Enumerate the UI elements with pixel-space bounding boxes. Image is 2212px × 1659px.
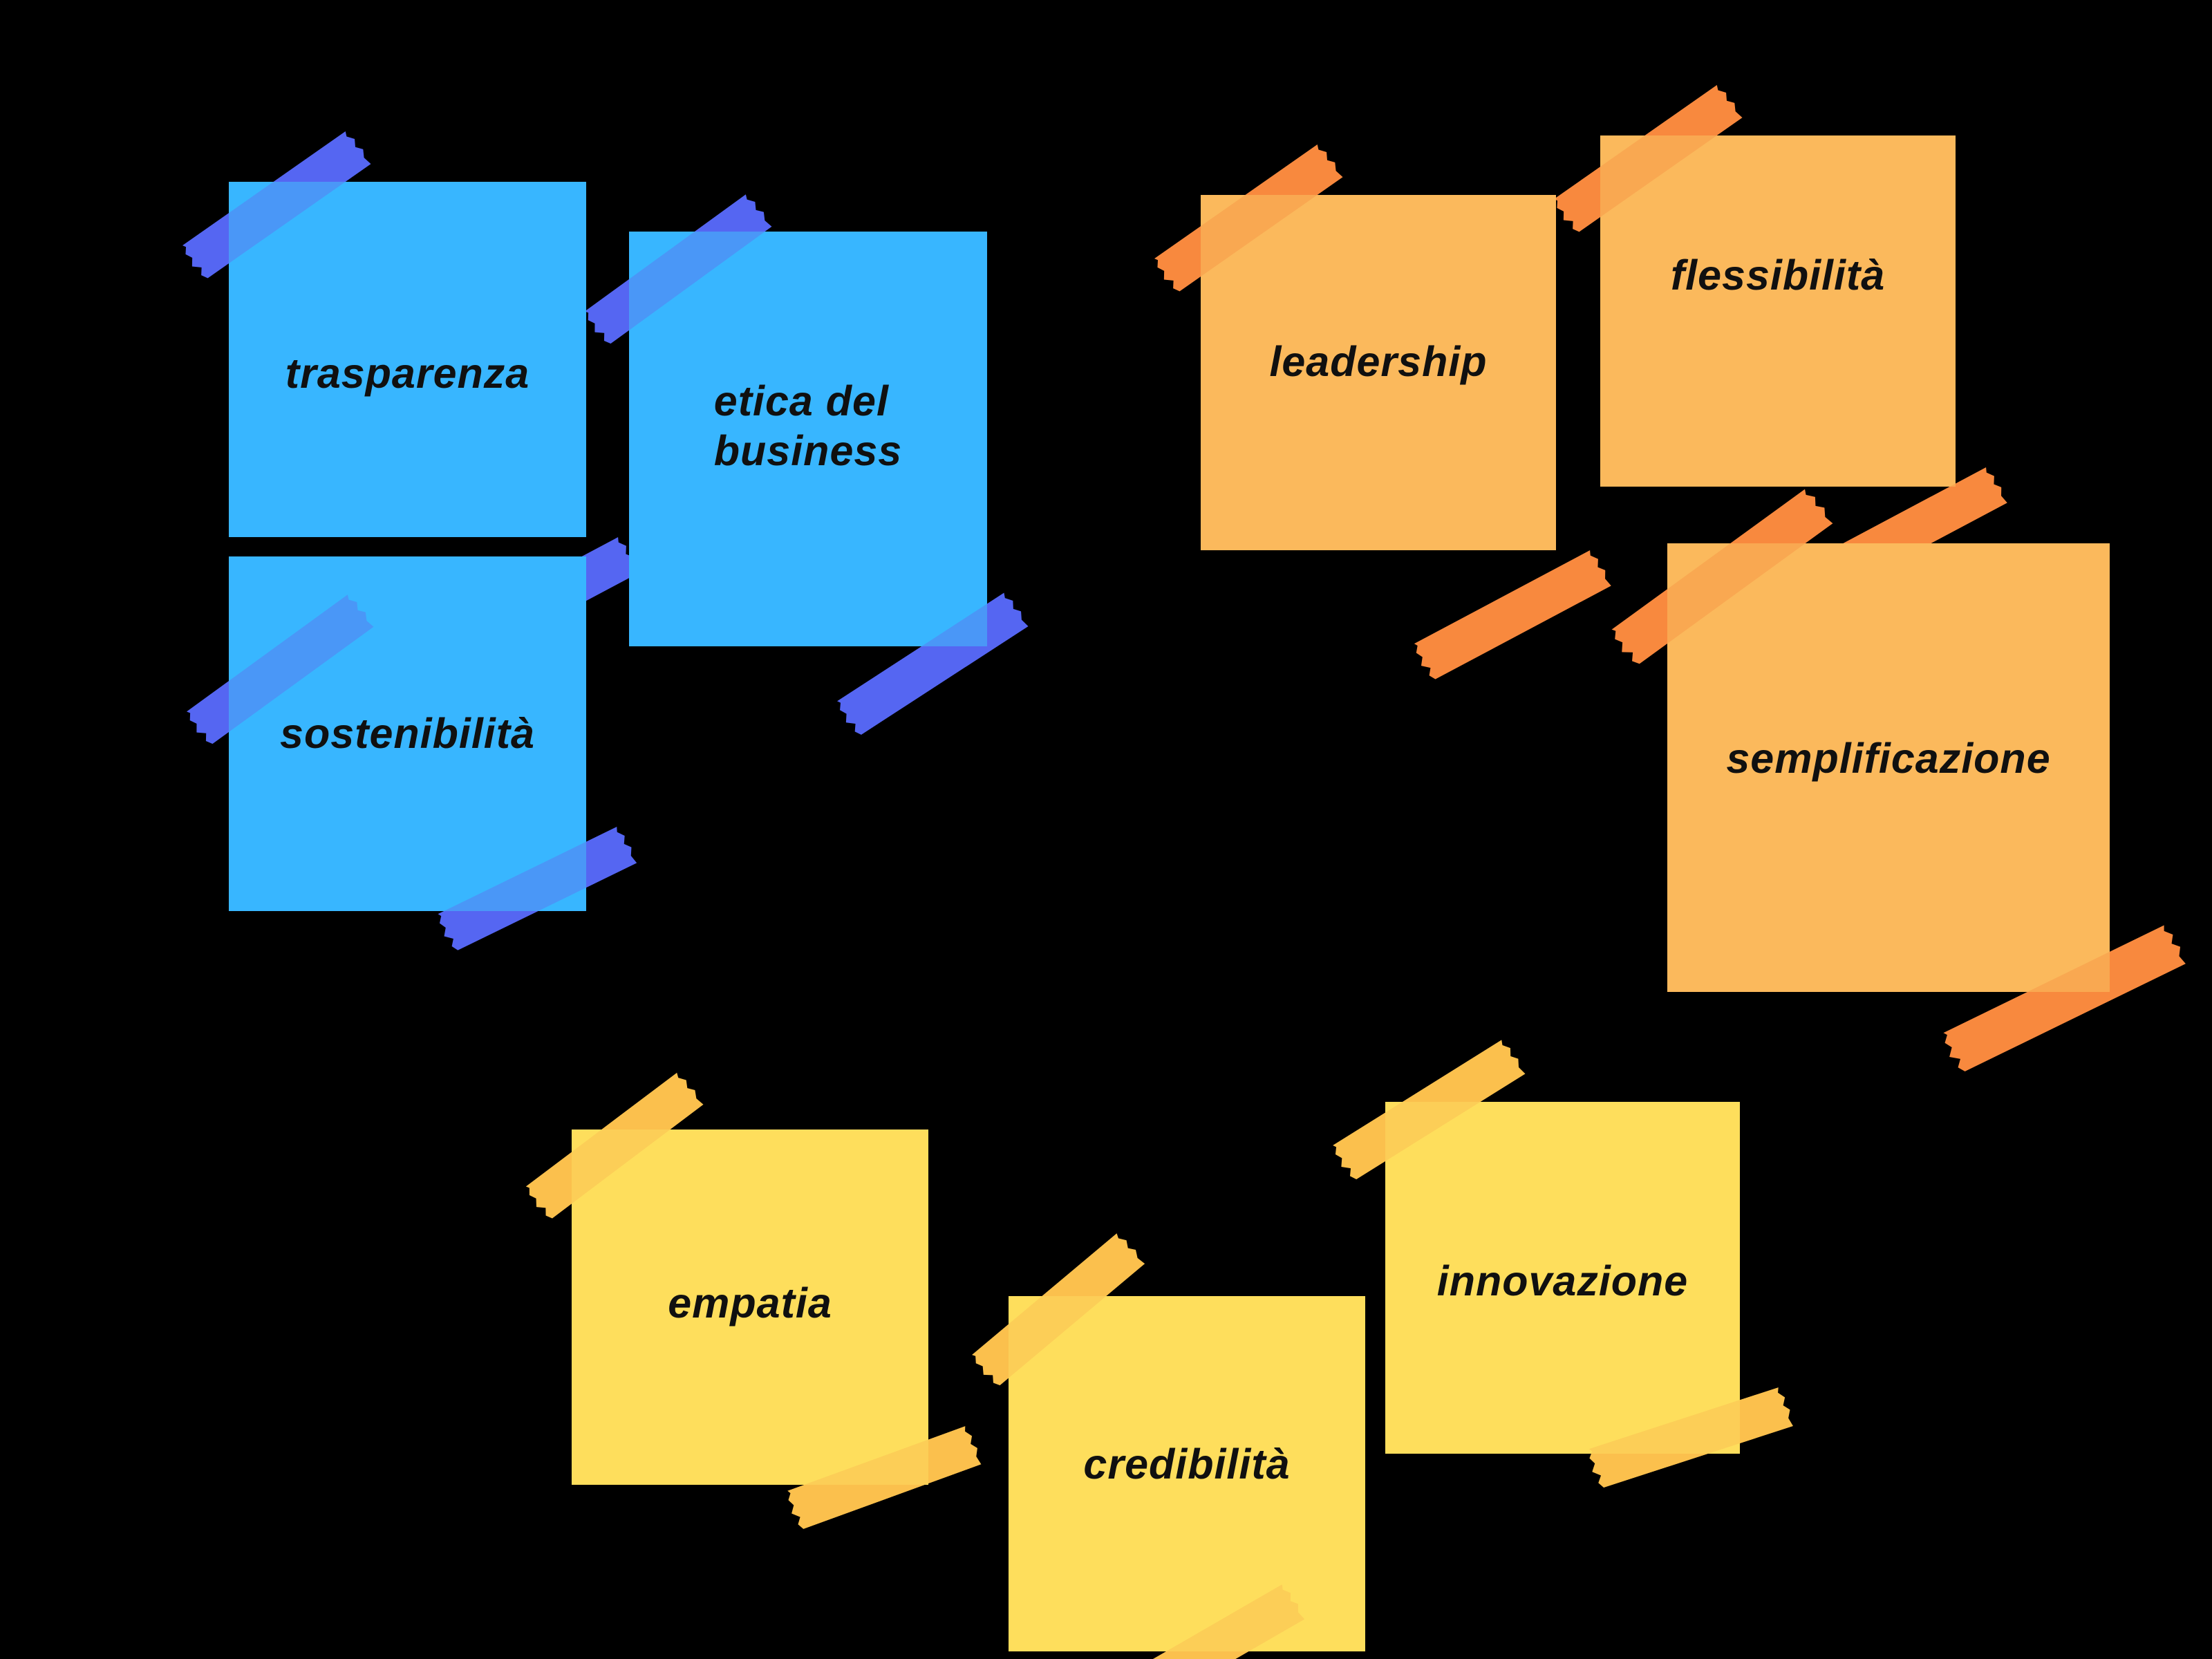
tape-strip: [1201, 195, 1344, 295]
tape-strip: [572, 1130, 705, 1222]
tape-strip: [1667, 543, 1835, 668]
sticky-note-label: trasparenza: [285, 349, 530, 397]
tape-strip: [229, 182, 373, 282]
sticky-note-empatia[interactable]: empatia: [572, 1130, 928, 1485]
sticky-note-etica-del-business[interactable]: etica del business: [629, 232, 987, 646]
sticky-note-label: innovazione: [1436, 1257, 1689, 1304]
sticky-note-leadership[interactable]: leadership: [1201, 195, 1556, 550]
sticky-note-label: semplificazione: [1726, 734, 2051, 782]
sticky-note-trasparenza[interactable]: trasparenza: [229, 182, 586, 537]
sticky-note-label: etica del business: [713, 377, 903, 474]
sticky-note-label: empatia: [668, 1279, 832, 1327]
tape-strip: [784, 1425, 928, 1485]
tape-strip: [438, 535, 586, 537]
sticky-note-sostenibilita[interactable]: sostenibilità: [229, 556, 586, 911]
tape-strip: [1410, 548, 1556, 550]
sticky-note-label: sostenibilità: [280, 709, 535, 757]
tape-strip: [1385, 1102, 1527, 1183]
sticky-note-semplificazione[interactable]: semplificazione: [1667, 543, 2110, 992]
tape-strip: [1939, 923, 2110, 992]
tape-strip: [1410, 548, 1613, 682]
sticky-note-innovazione[interactable]: innovazione: [1385, 1102, 1740, 1454]
sticky-note-label: leadership: [1269, 337, 1488, 385]
sticky-note-label: flessibilità: [1670, 252, 1886, 299]
tape-strip: [1806, 465, 1956, 487]
sticky-note-label: credibilità: [1083, 1441, 1291, 1488]
tape-strip: [1106, 1582, 1306, 1651]
sticky-note-credibilita[interactable]: credibilità: [1009, 1296, 1365, 1651]
tape-strip: [1585, 1386, 1740, 1454]
tape-strip: [834, 590, 987, 646]
tape-strip: [1009, 1296, 1146, 1389]
sticky-note-flessibilita[interactable]: flessibilità: [1600, 135, 1956, 487]
tape-strip: [629, 232, 774, 347]
tape-strip: [434, 825, 586, 911]
tape-strip: [1600, 135, 1744, 236]
